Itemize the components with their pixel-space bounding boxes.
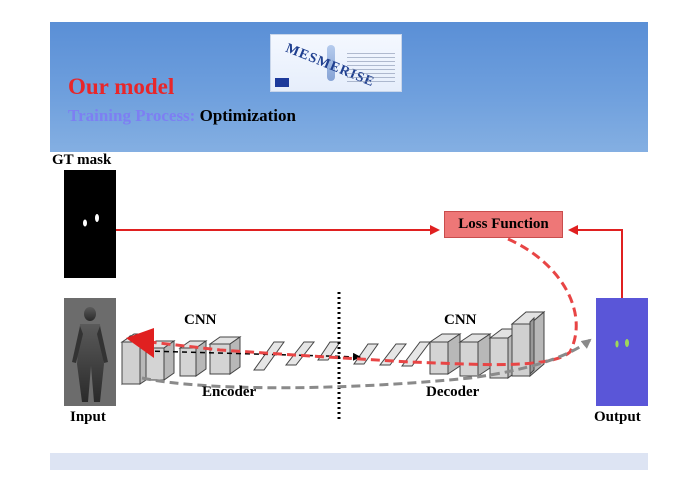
- output-image: [596, 298, 648, 406]
- input-image: [64, 298, 116, 406]
- eu-flag-icon: [275, 78, 289, 87]
- gt-mask-image: [64, 170, 116, 278]
- encoder-cnn-label: CNN: [184, 312, 217, 328]
- backprop-arrow: [149, 237, 578, 367]
- backprop-arrowhead: [126, 328, 154, 358]
- gt-blob-left: [83, 219, 87, 227]
- subtitle-prefix: Training Process:: [68, 106, 196, 125]
- subtitle-main: Optimization: [199, 106, 296, 125]
- diagram-canvas: [64, 170, 648, 420]
- input-label: Input: [70, 409, 106, 425]
- slide-subtitle: Training Process: Optimization: [68, 106, 296, 126]
- logo-figure-icon: [327, 45, 335, 81]
- model-diagram: GT mask Input Output Encoder Decoder CNN…: [50, 152, 648, 427]
- slide-title: Our model: [68, 74, 175, 99]
- footer-bar: [50, 453, 648, 470]
- mesmerise-logo: MESMERISE: [270, 34, 402, 92]
- output-blob-right: [625, 339, 629, 347]
- gt-mask-label: GT mask: [52, 152, 112, 168]
- gt-blob-right: [95, 214, 99, 222]
- decoder-blocks: [428, 310, 546, 379]
- loss-function-box: Loss Function: [444, 211, 563, 238]
- decoder-label: Decoder: [426, 384, 480, 400]
- output-to-loss-arrow: [568, 225, 623, 298]
- decoder-cnn-label: CNN: [444, 312, 477, 328]
- logo-smallprint: [347, 53, 395, 83]
- encoder-label: Encoder: [202, 384, 257, 400]
- prediction-arrow: [141, 338, 592, 390]
- output-blob-left: [615, 340, 619, 348]
- output-label: Output: [594, 409, 641, 425]
